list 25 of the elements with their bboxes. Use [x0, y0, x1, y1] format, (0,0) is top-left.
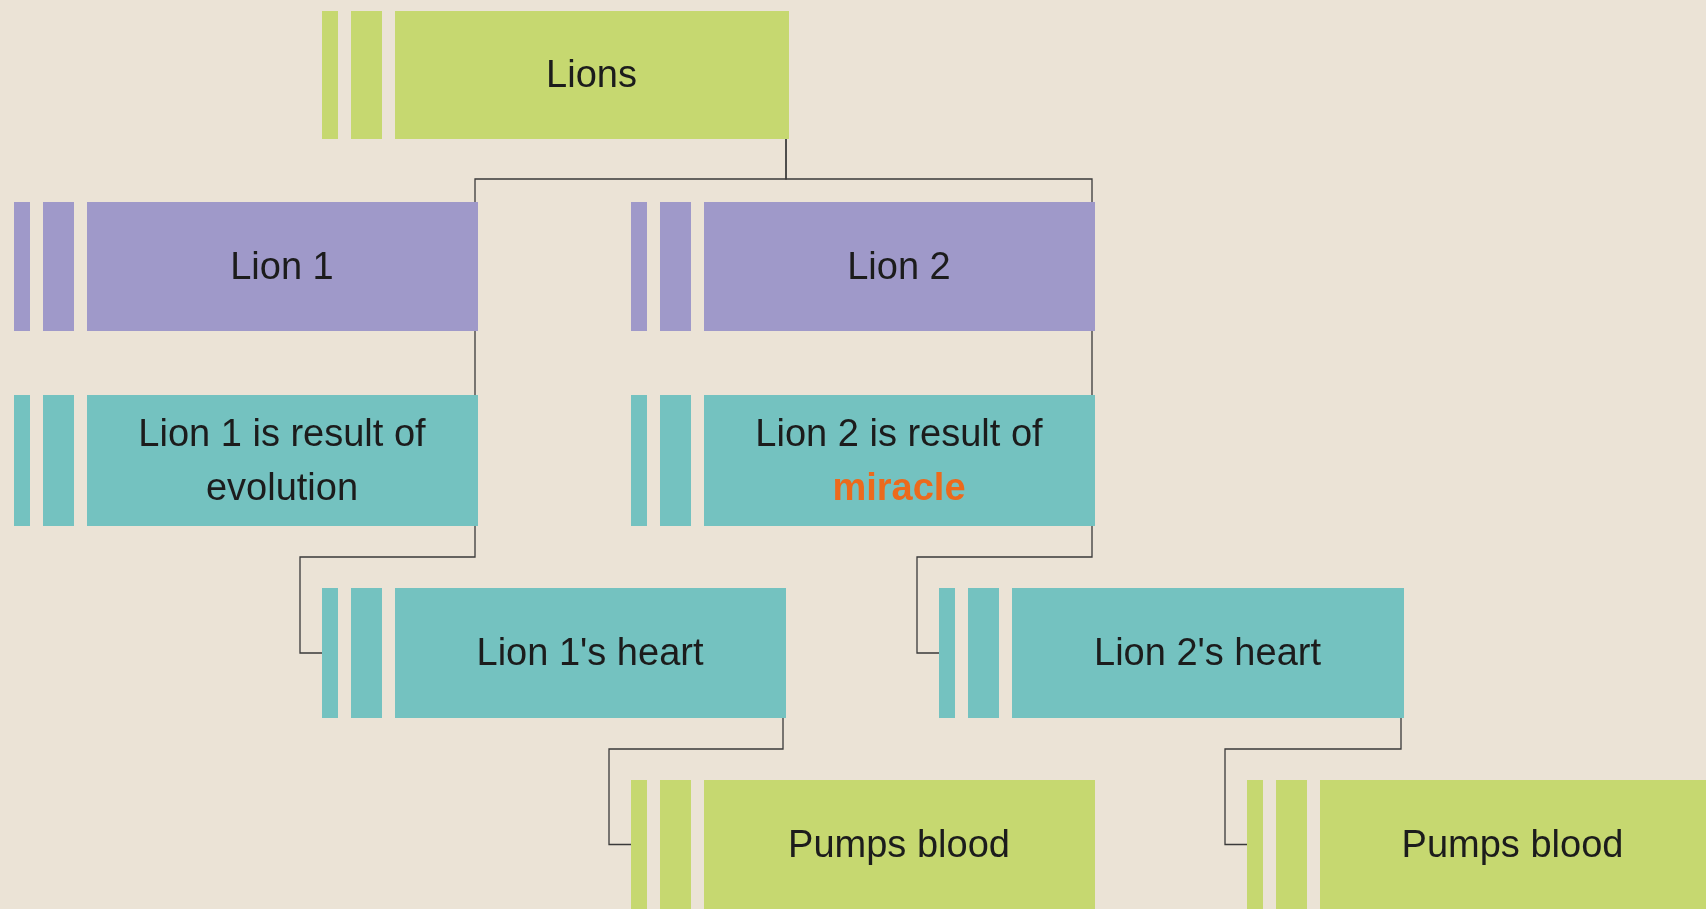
- tree-box: [1247, 780, 1706, 909]
- box-text: Pumps blood: [1401, 821, 1624, 867]
- connector-line: [299, 525, 476, 654]
- tree-box: [939, 588, 1404, 718]
- tree-box: [631, 202, 1095, 331]
- connector-line: [1224, 717, 1402, 846]
- connector-line: [608, 717, 784, 846]
- box-text: Lion 2: [847, 243, 951, 289]
- box-text: Lions: [546, 52, 637, 98]
- box-text: Pumps blood: [788, 821, 1010, 867]
- box-text: Lion 2 is result of miracle: [754, 411, 1044, 510]
- box-text: Lion 1 is result of evolution: [137, 411, 427, 510]
- connector-line: [1091, 330, 1093, 396]
- tree-box: [322, 11, 789, 139]
- connector-line: [474, 330, 476, 396]
- box-text: Lion 1: [230, 243, 334, 289]
- box-text: Lion 1's heart: [476, 630, 704, 676]
- tree-box: [631, 395, 1095, 526]
- box-text: Lion 2's heart: [1094, 630, 1321, 676]
- tree-box: [14, 395, 478, 526]
- tree-box: [14, 202, 478, 331]
- tree-box: [322, 588, 786, 718]
- connector-line: [785, 138, 1093, 203]
- connector-line: [916, 525, 1093, 654]
- tree-box: [631, 780, 1095, 909]
